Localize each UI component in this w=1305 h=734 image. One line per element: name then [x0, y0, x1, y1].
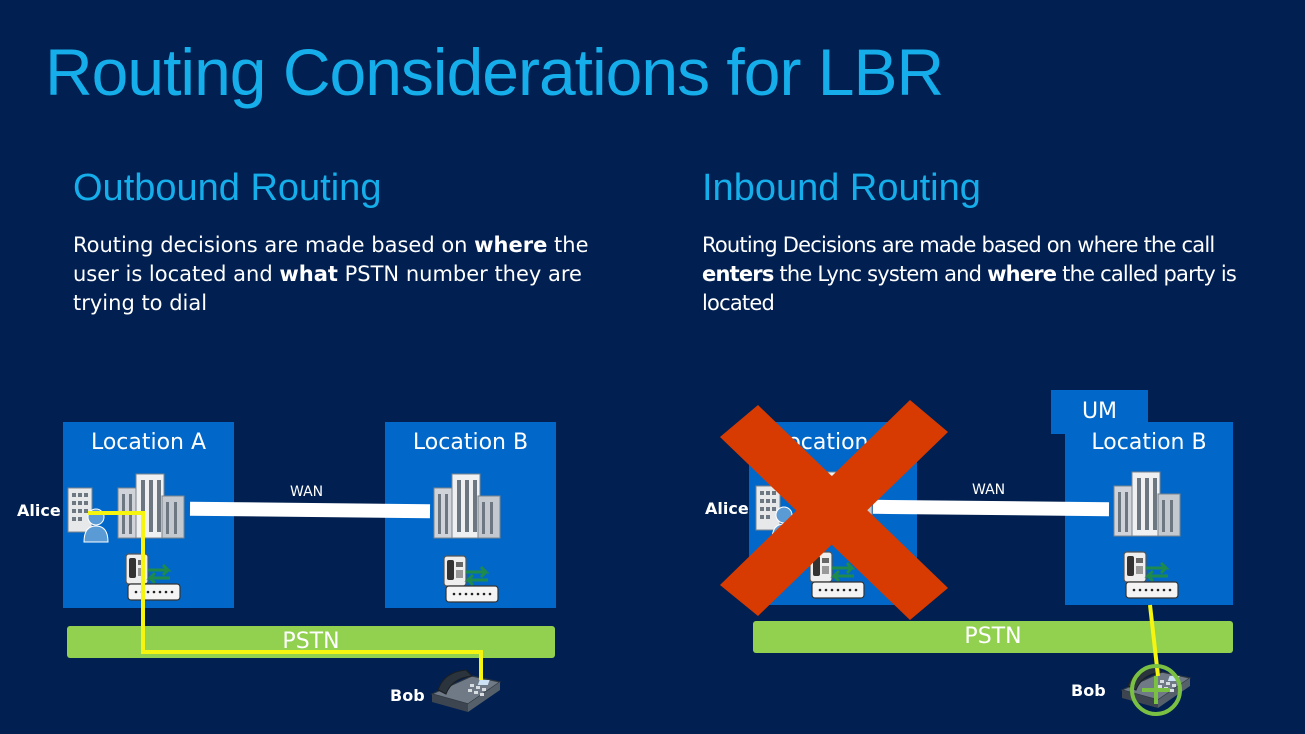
outbound-location-a-label: Location A [90, 430, 207, 455]
inbound-bob-highlight-ring [1130, 664, 1182, 716]
slide-title: Routing Considerations for LBR [45, 35, 944, 109]
outbound-alice-building-icon [67, 487, 93, 533]
inbound-location-b-gateway-icon [1122, 550, 1180, 600]
outbound-description: Routing decisions are made based on wher… [73, 231, 618, 318]
inbound-wan-link [872, 499, 1110, 517]
outbound-location-b-building-icon [433, 473, 501, 539]
outbound-route-line [88, 511, 483, 680]
inbound-heading: Inbound Routing [702, 167, 981, 209]
inbound-description-bold: where [987, 262, 1057, 286]
outbound-description-part: PSTN number they are trying to dial [73, 262, 582, 315]
inbound-description-bold: enters [702, 262, 774, 286]
blocked-cross-icon [720, 400, 948, 620]
outbound-description-part: the user is located and [73, 233, 589, 286]
inbound-description-part: the Lync system and [773, 262, 988, 286]
outbound-bob-label: Bob [390, 686, 425, 705]
inbound-alice-building-icon [755, 485, 781, 531]
outbound-wan-link [189, 501, 431, 519]
inbound-description-part: Routing Decisions are made based on wher… [702, 233, 1215, 257]
outbound-heading: Outbound Routing [73, 167, 382, 209]
outbound-wan-label: WAN [290, 484, 324, 500]
inbound-bob-highlight-cross [1142, 676, 1170, 704]
outbound-description-bold: where [474, 233, 548, 257]
outbound-alice-label: Alice [17, 501, 61, 520]
inbound-location-b-label: Location B [1091, 430, 1207, 455]
outbound-location-a-building-icon [117, 473, 185, 539]
outbound-location-b-label: Location B [412, 430, 529, 455]
inbound-location-b-building-icon [1113, 471, 1181, 537]
outbound-location-b-gateway-icon [442, 554, 500, 604]
inbound-bob-label: Bob [1071, 681, 1106, 700]
inbound-alice-label: Alice [705, 499, 749, 518]
outbound-bob-phone-icon [431, 669, 501, 713]
inbound-description-part: the called party is located [702, 262, 1237, 315]
outbound-description-bold: what [279, 262, 338, 286]
outbound-description-part: Routing decisions are made based on [73, 233, 475, 257]
outbound-location-a-gateway-icon [124, 552, 182, 602]
inbound-wan-label: WAN [972, 482, 1006, 498]
inbound-description: Routing Decisions are made based on wher… [702, 231, 1262, 318]
